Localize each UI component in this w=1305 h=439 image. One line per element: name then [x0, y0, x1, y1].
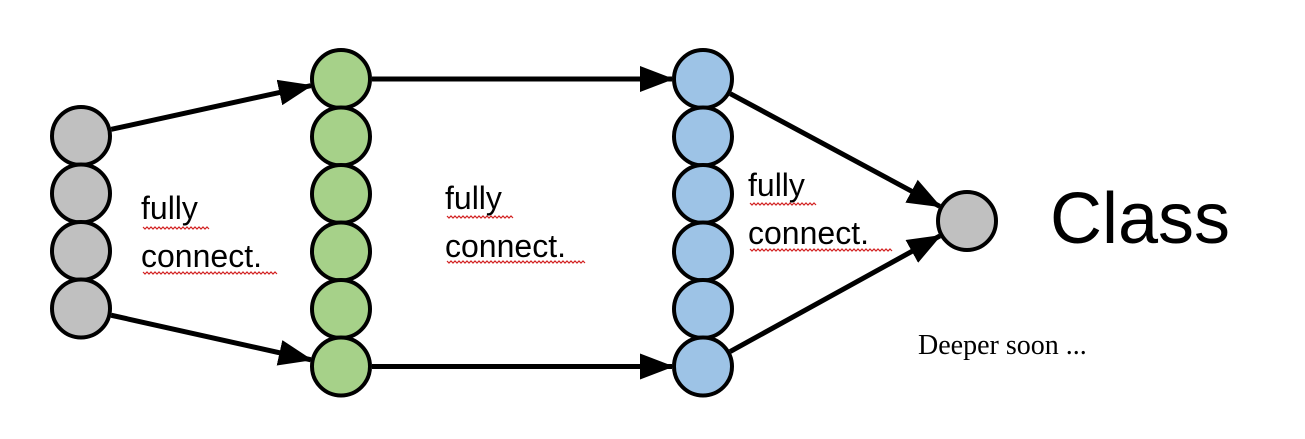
connection-label-1: fully connect.	[141, 190, 278, 275]
labels-group: fully connect. fully connect. fully conn…	[141, 167, 1230, 361]
connection-label-1-line1: fully	[141, 190, 198, 226]
connection-label-1-line2: connect.	[141, 238, 262, 274]
spellcheck-underline	[142, 271, 278, 275]
input-node	[50, 277, 112, 340]
spellcheck-underline	[446, 260, 586, 264]
output-class-label: Class	[1050, 179, 1230, 259]
input-node	[50, 162, 112, 225]
spellcheck-underline	[749, 248, 893, 252]
hidden-1-node	[310, 163, 372, 225]
hidden-2-node	[672, 105, 734, 168]
hidden-1-node	[310, 335, 372, 398]
hidden-2-node	[672, 278, 734, 340]
hidden-1-node	[310, 48, 372, 110]
input-node	[50, 105, 112, 167]
arrow-hidden2-to-output-bottom	[728, 233, 942, 354]
hidden-1-node	[310, 105, 372, 168]
connection-label-2-line1: fully	[445, 180, 502, 216]
connection-label-3-line1: fully	[748, 167, 805, 203]
arrow-input-to-hidden1-top	[110, 79, 313, 132]
spellcheck-underline	[749, 202, 817, 206]
deeper-soon-note: Deeper soon ...	[918, 330, 1087, 361]
nodes-group	[50, 48, 998, 398]
connection-label-2: fully connect.	[445, 180, 586, 264]
output-node	[936, 190, 998, 252]
hidden-1-node	[310, 278, 372, 340]
arrow-hidden2-to-output-top	[729, 91, 942, 209]
connection-label-3: fully connect.	[748, 167, 893, 252]
connection-label-2-line2: connect.	[445, 228, 566, 264]
hidden-2-node	[672, 335, 734, 398]
hidden-2-node	[672, 163, 734, 225]
input-node	[50, 220, 112, 282]
spellcheck-underline	[142, 226, 210, 230]
hidden-2-node	[672, 220, 734, 283]
connection-label-3-line2: connect.	[748, 215, 869, 251]
hidden-1-node	[310, 220, 372, 283]
spellcheck-underline	[446, 215, 514, 219]
arrow-input-to-hidden1-bottom	[110, 312, 313, 366]
hidden-2-node	[672, 48, 734, 110]
edges-group	[110, 66, 942, 380]
